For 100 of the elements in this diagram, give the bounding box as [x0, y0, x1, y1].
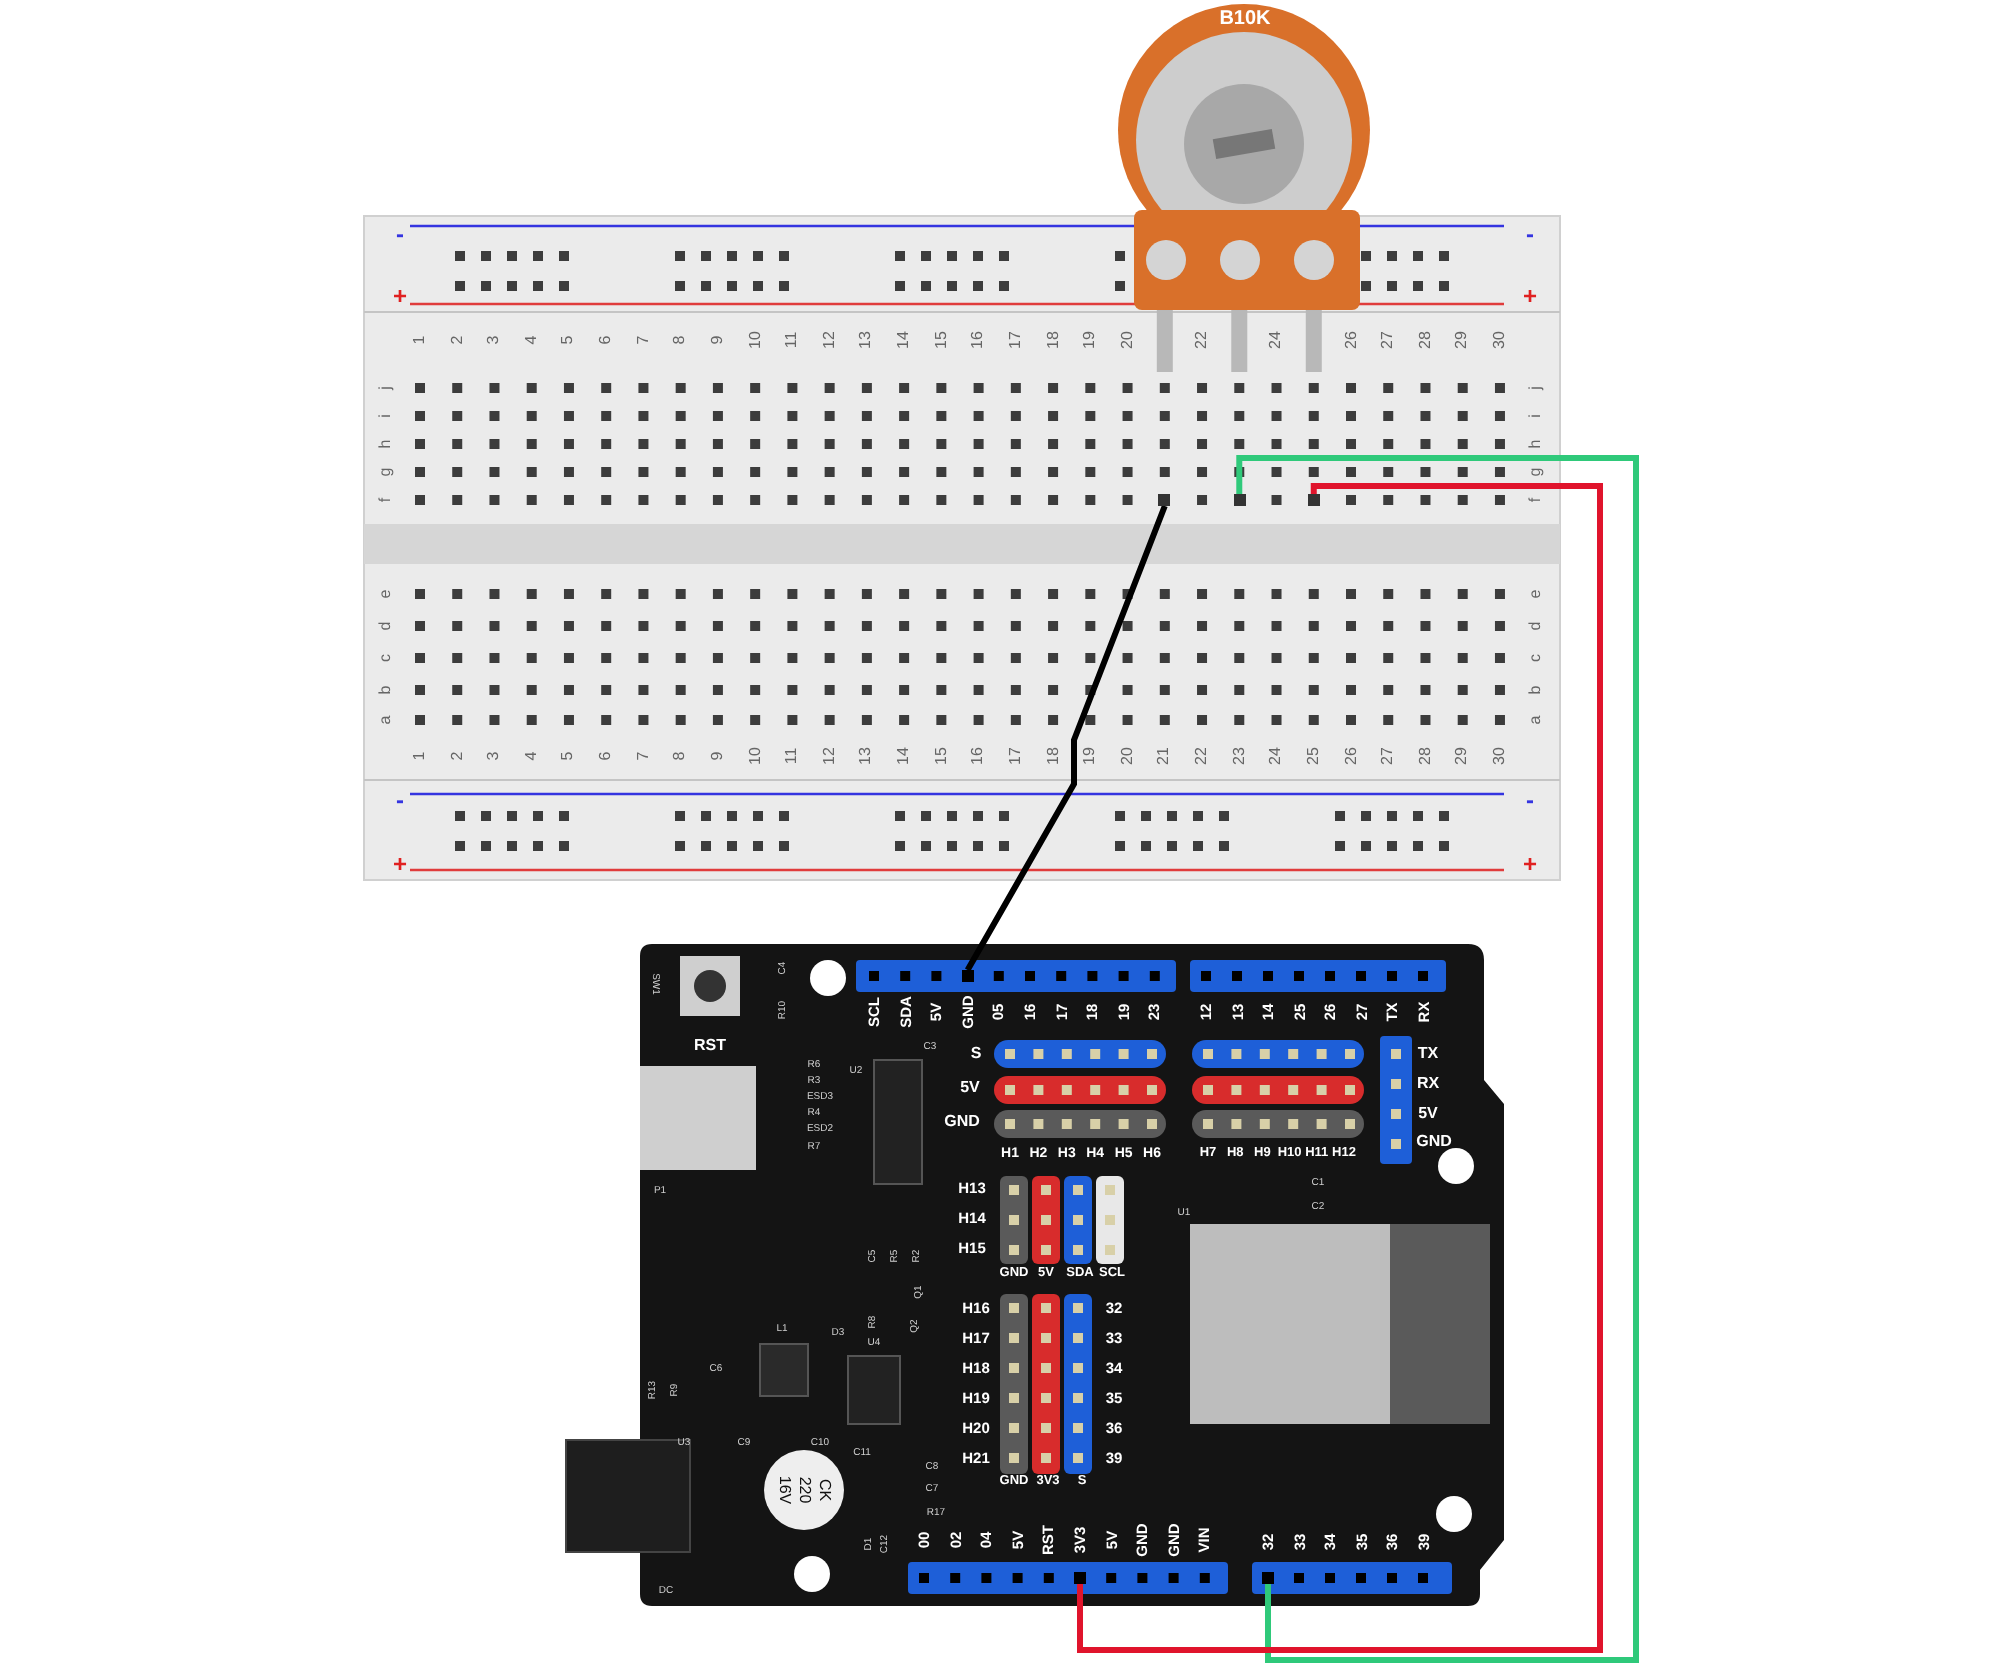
capacitor-label: CK [816, 1478, 832, 1502]
column-number: 2 [449, 751, 466, 761]
rail-sign: + [393, 284, 407, 308]
column-number: 28 [1417, 331, 1434, 349]
rail-sign: + [393, 852, 407, 876]
breadboard-hole [1158, 494, 1171, 506]
value-label: B10K [1219, 10, 1271, 30]
row-letter: f [378, 497, 394, 503]
column-number: 7 [635, 335, 652, 345]
header-pin [1262, 1572, 1274, 1584]
column-number: 5 [560, 335, 577, 345]
rail-sign: - [396, 788, 404, 812]
column-number: 11 [784, 747, 801, 765]
column-number: 8 [672, 751, 689, 761]
column-number: 3 [486, 335, 503, 345]
row-letter: j [378, 386, 394, 390]
column-number: 20 [1119, 747, 1136, 765]
row-letter: c [1528, 654, 1544, 662]
column-number: 16 [970, 747, 987, 765]
wire [1236, 455, 1639, 1663]
rail-sign: - [1526, 222, 1534, 246]
row-letter: d [378, 621, 394, 631]
column-number: 19 [1082, 331, 1099, 349]
column-number: 10 [747, 331, 764, 349]
column-number: 9 [709, 751, 726, 761]
column-number: 25 [1305, 747, 1322, 765]
pin-label: S [970, 1046, 982, 1062]
row-letter: i [378, 414, 394, 418]
column-number: 27 [1380, 331, 1397, 349]
column-number: 12 [821, 747, 838, 765]
column-number: 5 [560, 751, 577, 761]
column-number: 24 [1268, 747, 1285, 765]
column-number: 16 [970, 331, 987, 349]
column-number: 27 [1380, 747, 1397, 765]
column-number: 26 [1343, 747, 1359, 765]
column-number: 13 [858, 331, 875, 349]
column-number: 17 [1007, 331, 1024, 349]
row-letter: e [378, 589, 394, 599]
rail-sign: - [1526, 788, 1534, 812]
rail-sign: + [1523, 852, 1537, 876]
column-number: 18 [1045, 747, 1062, 765]
capacitor-label: 16V [776, 1475, 792, 1505]
pin-label: RX [1416, 1076, 1440, 1092]
column-number: 4 [523, 335, 540, 345]
column-number: 20 [1119, 331, 1136, 349]
row-letter: b [1528, 685, 1544, 695]
column-number: 6 [598, 751, 615, 761]
row-letter: f [1528, 497, 1544, 503]
row-letter: d [1528, 621, 1544, 631]
column-number: 29 [1454, 331, 1471, 349]
column-number: 9 [709, 335, 726, 345]
column-number: 29 [1454, 747, 1471, 765]
rail-sign: - [396, 222, 404, 246]
column-number: 15 [933, 747, 950, 765]
column-number: 26 [1343, 331, 1359, 349]
pin-label: 5V [1418, 1106, 1438, 1122]
column-number: 7 [635, 751, 652, 761]
pin-label: GND [1416, 1134, 1452, 1150]
column-number: 3 [486, 751, 503, 761]
column-number: 11 [784, 331, 801, 349]
column-number: 23 [1231, 747, 1248, 765]
row-letter: h [1528, 439, 1544, 449]
row-letter: a [1528, 715, 1544, 725]
column-number: 6 [598, 335, 615, 345]
column-number: 2 [449, 335, 466, 345]
pin-label: TX [1417, 1046, 1439, 1062]
capacitor-label: 220 [796, 1476, 812, 1504]
column-number: 21 [1156, 747, 1173, 765]
row-letter: b [378, 685, 394, 695]
column-number: 30 [1491, 331, 1508, 349]
pin-label: 5V [960, 1080, 980, 1096]
column-number: 4 [523, 751, 540, 761]
header-pin [1074, 1572, 1086, 1584]
row-letter: h [378, 439, 394, 449]
column-number: 1 [412, 751, 428, 761]
row-letter: a [378, 715, 394, 725]
rail-sign: + [1523, 284, 1537, 308]
column-number: 15 [933, 331, 950, 349]
column-number: 10 [747, 747, 764, 765]
row-letter: j [1528, 386, 1544, 390]
column-number: 18 [1045, 331, 1062, 349]
column-number: 1 [412, 335, 428, 345]
column-number: 14 [896, 331, 913, 349]
row-letter: i [1528, 414, 1544, 418]
wire [1077, 483, 1603, 1653]
pin-label: GND [944, 1114, 980, 1130]
column-number: 14 [896, 747, 913, 765]
column-number: 13 [858, 747, 875, 765]
column-number: 24 [1268, 331, 1285, 349]
row-letter: g [378, 467, 394, 477]
column-number: 30 [1491, 747, 1508, 765]
row-letter: c [378, 654, 394, 662]
column-number: 17 [1007, 747, 1024, 765]
column-number: 22 [1194, 331, 1211, 349]
row-letter: g [1528, 467, 1544, 477]
column-number: 19 [1082, 747, 1099, 765]
row-letter: e [1528, 589, 1544, 599]
column-number: 8 [672, 335, 689, 345]
wire [965, 504, 1168, 972]
column-number: 12 [821, 331, 838, 349]
